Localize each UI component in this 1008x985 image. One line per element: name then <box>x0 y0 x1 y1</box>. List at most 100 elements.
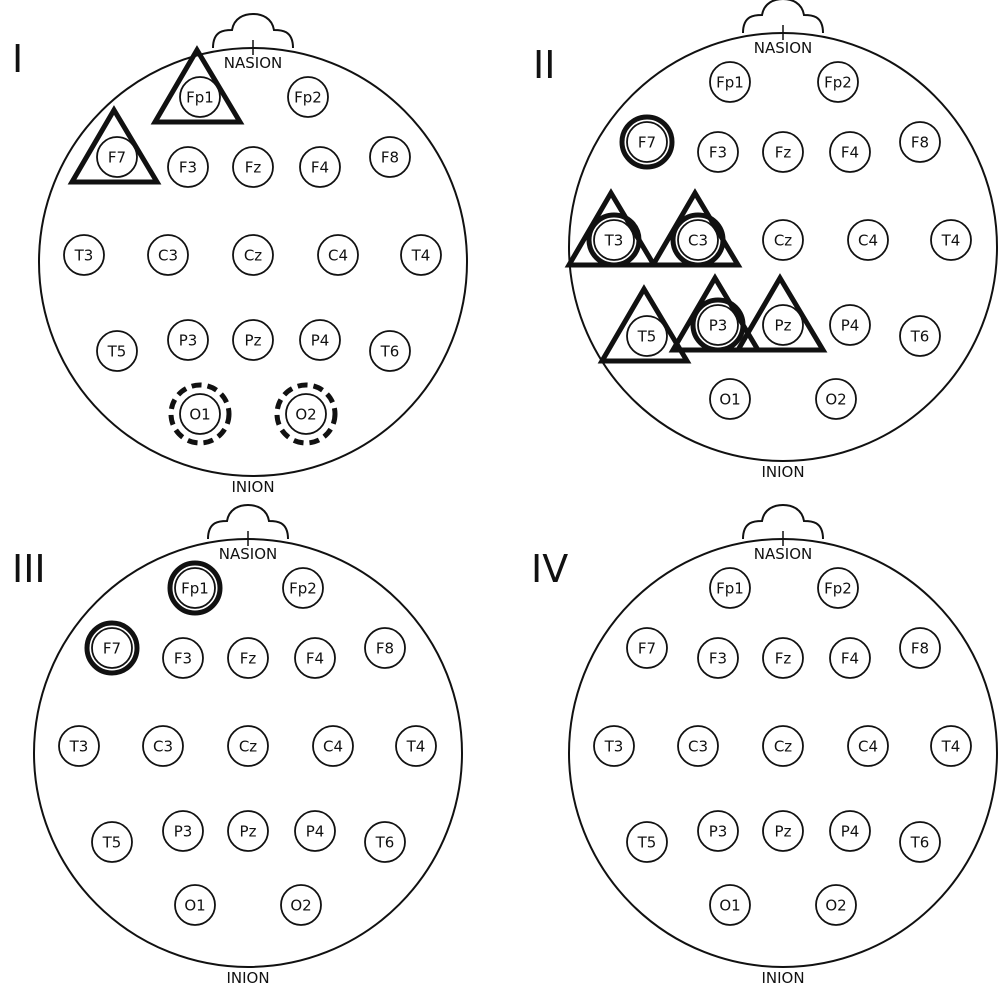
electrode-circle <box>815 378 857 420</box>
electrode-cz: Cz <box>227 725 269 767</box>
electrode-label: O1 <box>719 897 740 915</box>
electrode-label: T6 <box>375 834 395 852</box>
thick-circle-marker <box>586 212 642 268</box>
electrode-label: P4 <box>306 823 325 841</box>
electrode-circle <box>626 121 668 163</box>
electrode-f4: F4 <box>829 131 871 173</box>
electrode-label: C3 <box>153 738 173 756</box>
nasion-label: NASION <box>224 54 282 72</box>
nasion-label: NASION <box>754 545 812 563</box>
electrode-f7: F7 <box>67 105 162 185</box>
nose-outline <box>742 0 824 34</box>
thick-circle-marker <box>670 212 726 268</box>
electrode-f3: F3 <box>162 637 204 679</box>
electrode-circle <box>294 637 336 679</box>
electrode-t3: T3 <box>593 725 635 767</box>
electrode-label: T5 <box>637 834 657 852</box>
electrode-circle <box>817 567 859 609</box>
electrode-circle <box>829 131 871 173</box>
electrode-circle <box>930 725 972 767</box>
electrode-t4: T4 <box>930 725 972 767</box>
electrode-c4: C4 <box>317 234 359 276</box>
electrode-label: C3 <box>688 232 708 250</box>
electrode-label: C4 <box>323 738 343 756</box>
electrode-label: P3 <box>179 332 198 350</box>
electrode-circle <box>317 234 359 276</box>
electrode-o1: O1 <box>709 378 751 420</box>
electrode-circle <box>593 219 635 261</box>
electrode-label: F3 <box>709 650 727 668</box>
electrode-c4: C4 <box>847 725 889 767</box>
electrode-circle <box>899 627 941 669</box>
panel-label: III <box>12 547 46 591</box>
electrode-circle <box>294 810 336 852</box>
electrode-label: F8 <box>911 640 929 658</box>
electrode-circle <box>829 637 871 679</box>
electrode-label: T5 <box>107 343 127 361</box>
electrode-circle <box>162 810 204 852</box>
electrode-label: Fz <box>240 650 257 668</box>
electrode-circle <box>697 810 739 852</box>
electrode-fp1: Fp1 <box>709 567 751 609</box>
electrode-fp2: Fp2 <box>287 76 329 118</box>
electrode-f4: F4 <box>299 146 341 188</box>
panel-label: II <box>533 43 555 87</box>
electrode-label: F7 <box>108 149 126 167</box>
electrode-f7: F7 <box>626 627 668 669</box>
head-outline <box>568 538 998 968</box>
electrode-label: Fp1 <box>716 74 744 92</box>
electrode-f8: F8 <box>899 627 941 669</box>
electrode-circle <box>299 319 341 361</box>
head-outline <box>33 538 463 968</box>
electrode-t6: T6 <box>369 330 411 372</box>
electrode-label: T3 <box>69 738 89 756</box>
electrode-label: Fp1 <box>186 89 214 107</box>
electrode-label: Pz <box>775 823 792 841</box>
electrode-circle <box>930 219 972 261</box>
electrode-circle <box>167 319 209 361</box>
electrode-label: F7 <box>638 640 656 658</box>
electrode-t6: T6 <box>364 821 406 863</box>
dashed-circle-marker <box>274 382 338 446</box>
electrode-p3: P3 <box>697 810 739 852</box>
dashed-circle-marker <box>168 382 232 446</box>
electrode-circle <box>395 725 437 767</box>
head-outline <box>568 32 998 462</box>
nose-outline <box>742 503 824 540</box>
electrode-o2: O2 <box>274 382 338 446</box>
electrode-circle <box>677 219 719 261</box>
electrode-label: P3 <box>709 823 728 841</box>
inion-label: INION <box>226 969 269 985</box>
electrode-circle <box>815 884 857 926</box>
electrode-circle <box>63 234 105 276</box>
electrode-label: Fz <box>775 144 792 162</box>
electrode-circle <box>174 884 216 926</box>
electrode-label: C4 <box>858 738 878 756</box>
electrode-circle <box>227 637 269 679</box>
electrode-label: O1 <box>189 406 210 424</box>
electrode-label: T4 <box>941 738 961 756</box>
electrode-fp2: Fp2 <box>817 567 859 609</box>
electrode-circle <box>899 315 941 357</box>
electrode-fp1: Fp1 <box>167 560 223 616</box>
electrode-label: O2 <box>825 391 846 409</box>
electrode-f3: F3 <box>697 637 739 679</box>
electrode-label: T3 <box>74 247 94 265</box>
electrode-circle <box>299 146 341 188</box>
electrode-circle <box>709 378 751 420</box>
electrode-f8: F8 <box>899 121 941 163</box>
electrode-fz: Fz <box>227 637 269 679</box>
electrode-c3: C3 <box>648 188 743 268</box>
electrode-label: F7 <box>103 640 121 658</box>
electrode-label: F7 <box>638 134 656 152</box>
electrode-label: P4 <box>841 823 860 841</box>
electrode-circle <box>369 136 411 178</box>
triangle-marker <box>150 45 245 125</box>
electrode-t5: T5 <box>96 330 138 372</box>
electrode-circle <box>282 567 324 609</box>
electrode-label: F3 <box>709 144 727 162</box>
electrode-c4: C4 <box>847 219 889 261</box>
